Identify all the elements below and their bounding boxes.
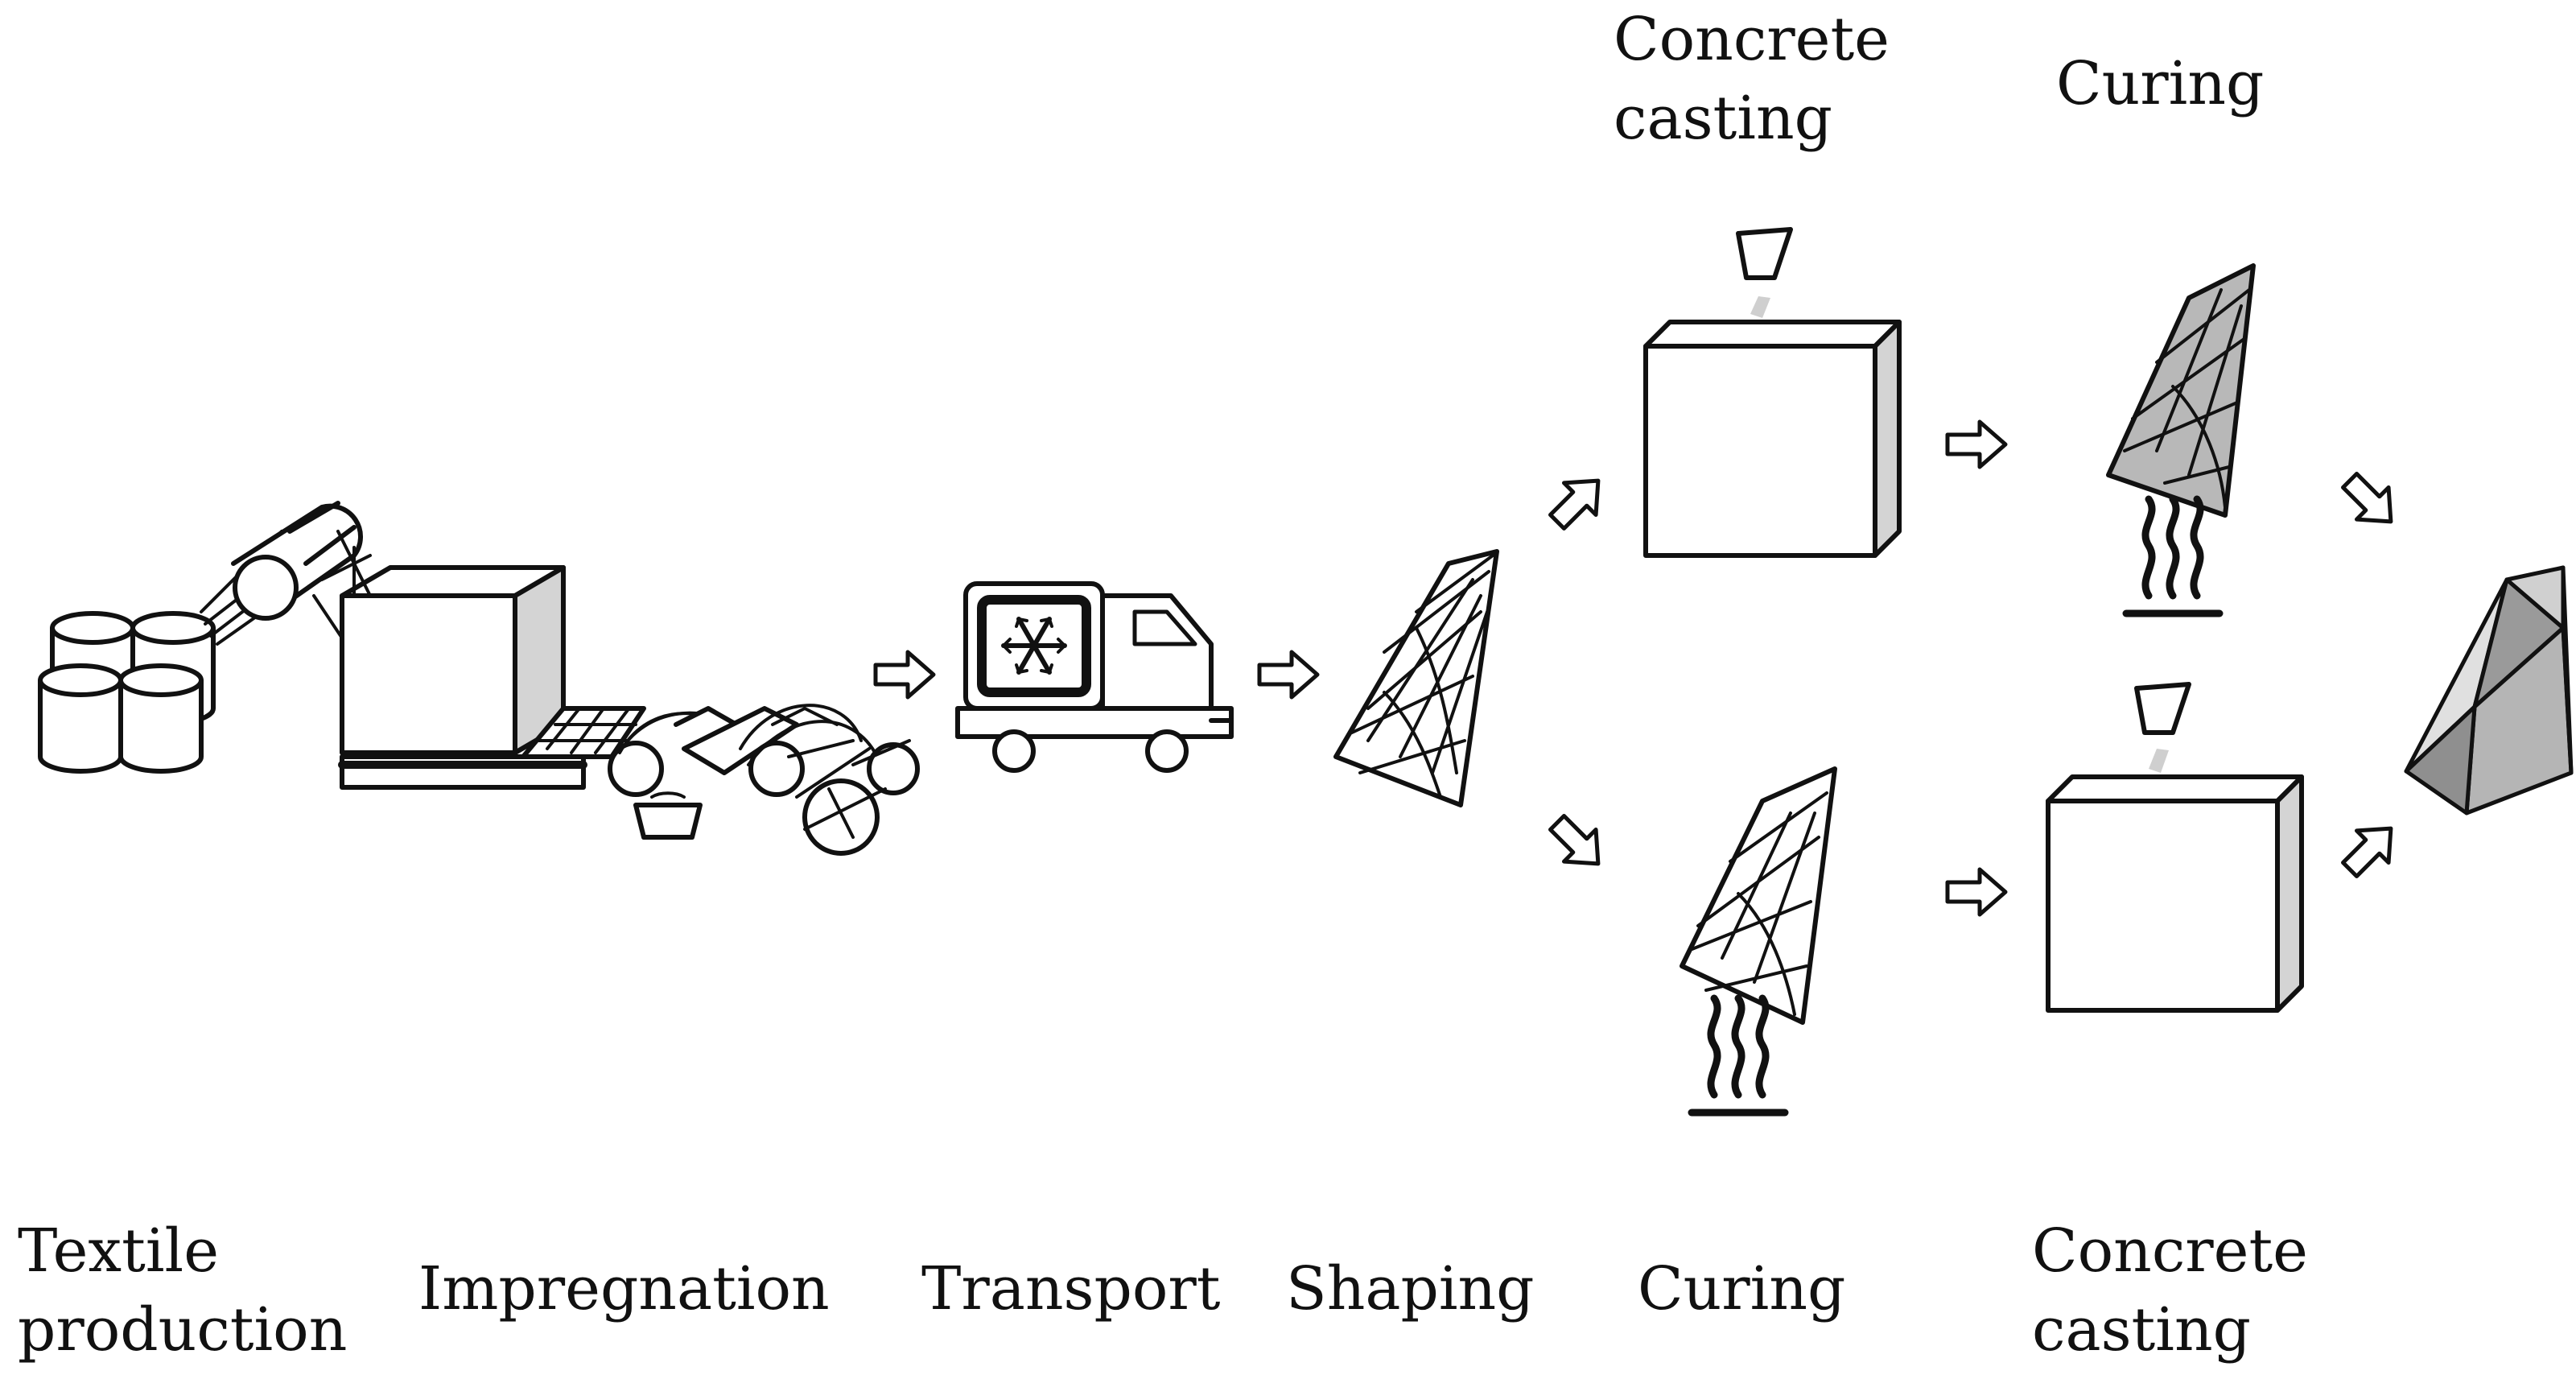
flow-arrow-up xyxy=(1541,465,1614,538)
flow-arrow-down xyxy=(1541,807,1614,880)
flow-arrow-1 xyxy=(876,652,934,697)
label-casting-bottom-line2: casting xyxy=(2032,1295,2251,1365)
label-casting-top-line2: casting xyxy=(1614,84,1832,153)
shaded-mesh-top-icon xyxy=(2106,263,2256,518)
flow-arrow-2 xyxy=(1259,652,1317,697)
finished-shell-icon xyxy=(2404,565,2574,816)
flow-arrow-top-mid xyxy=(1947,422,2005,467)
flow-arrow-bottom-end xyxy=(2334,812,2407,886)
label-casting-top: Concrete casting xyxy=(1614,0,1890,158)
label-transport: Transport xyxy=(921,1254,1221,1323)
textile-mesh-icon xyxy=(1333,549,1499,807)
label-textile-line1: Textile xyxy=(18,1216,220,1286)
flow-arrow-bottom-mid xyxy=(1947,869,2005,915)
label-casting-top-line1: Concrete xyxy=(1614,5,1890,74)
label-casting-bottom-line1: Concrete xyxy=(2032,1216,2308,1286)
concrete-formwork-bottom-icon xyxy=(2046,682,2304,1013)
yarn-bobbins-icon xyxy=(38,530,319,774)
refrigerated-truck-icon xyxy=(955,581,1234,773)
label-impregnation: Impregnation xyxy=(418,1254,830,1323)
label-curing-top: Curing xyxy=(2056,49,2265,118)
label-textile-production: Textile production xyxy=(18,1212,347,1369)
heat-curing-bottom-icon xyxy=(1692,998,1785,1113)
concrete-formwork-icon xyxy=(1643,227,1902,558)
flow-arrow-top-end xyxy=(2334,465,2407,538)
mesh-bottom-icon xyxy=(1680,766,1837,1025)
label-textile-line2: production xyxy=(18,1295,348,1365)
impregnation-machine-icon xyxy=(231,501,920,856)
heat-curing-icon xyxy=(2126,499,2219,613)
label-curing-bottom: Curing xyxy=(1638,1254,1846,1323)
label-shaping: Shaping xyxy=(1286,1254,1535,1323)
label-casting-bottom: Concrete casting xyxy=(2032,1212,2308,1369)
